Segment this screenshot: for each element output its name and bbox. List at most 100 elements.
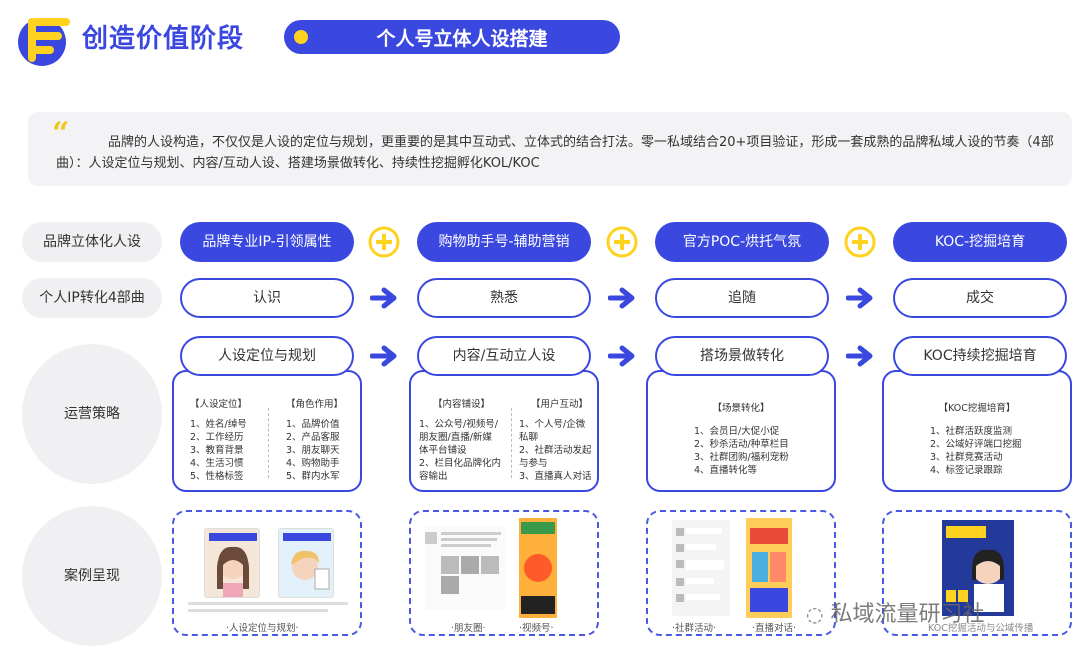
card1-right-col: 【角色作用】 1、品牌价值 2、产品客服 3、朋友聊天 4、购物助手 5、群内水… [286,398,343,483]
live-screenshot [746,518,792,618]
ip-step-2: 熟悉 [417,278,591,318]
card1-left-col: 【人设定位】 1、姓名/绰号 2、工作经历 3、教育背景 4、生活习惯 5、性格… [190,398,247,483]
live-stream-icon [746,518,792,618]
card4-head: 【KOC挖掘培育】 [938,403,1016,414]
ip-step-4: 成交 [893,278,1067,318]
card3-content: 【场景转化】 1、会员日/大促小促 2、秒杀活动/种草栏目 3、社群团购/福利宠… [648,402,834,477]
list-item: 5、群内水军 [286,471,340,482]
list-item: 体平台铺设 [419,445,467,456]
case-box-4: KOC挖掘活动与公域传播 [882,510,1072,636]
divider [511,408,512,478]
strategy-card-1: 【人设定位】 1、姓名/绰号 2、工作经历 3、教育背景 4、生活习惯 5、性格… [172,370,362,492]
list-item: 朋友圈/直播/新媒 [419,432,492,443]
strategy-title-1: 人设定位与规划 [180,336,354,376]
watermark-text: 私域流量研习社 [830,602,985,627]
channels-video-icon [519,518,557,618]
plus-icon [844,226,876,258]
persona-image [204,528,260,598]
ip-step-3: 追随 [655,278,829,318]
list-item: 2、栏目化品牌化内 [419,458,502,469]
wechat-icon: ◌ [806,602,824,626]
list-item: 1、姓名/绰号 [190,419,247,430]
card2-right-col: 【用户互动】 1、个人号/企微 私聊 2、社群活动发起 与参与 3、直播真人对话 [519,398,592,483]
plus-icon [606,226,638,258]
case-caption-3a: ·社群活动· [672,623,717,634]
row-label-brand: 品牌立体化人设 [22,222,162,262]
case-caption-2a: ·朋友圈· [451,623,486,634]
section-subtitle: 个人号立体人设搭建 [376,28,548,50]
card2-right-head: 【用户互动】 [531,399,589,410]
list-item: 2、产品客服 [286,432,340,443]
list-item: 4、标签记录跟踪 [930,465,1003,476]
list-item: 4、直播转化等 [694,465,758,476]
card1-left-head: 【人设定位】 [190,399,248,410]
list-item: 3、教育背景 [190,445,244,456]
strategy-card-4: 【KOC挖掘培育】 1、社群活跃度监测 2、公域好评端口挖掘 3、社群竞赛活动 … [882,370,1072,492]
text-line [188,609,328,612]
list-item: 3、直播真人对话 [519,471,592,482]
strategy-title-4: KOC持续挖掘培育 [893,336,1067,376]
list-item: 1、品牌价值 [286,419,340,430]
case-box-1: ·人设定位与规划· [172,510,362,636]
list-item: 1、社群活跃度监测 [930,426,1013,437]
list-item: 私聊 [519,432,539,443]
list-item: 4、生活习惯 [190,458,244,469]
list-item: 3、社群团购/福利宠粉 [694,452,789,463]
card3-head: 【场景转化】 [712,403,770,414]
list-item: 2、公域好评端口挖掘 [930,439,1022,450]
koc-poster-image [942,520,1014,616]
row-label-ip: 个人IP转化4部曲 [22,278,162,318]
arrow-right-icon [846,345,873,367]
list-item: 3、朋友聊天 [286,445,340,456]
brand-pill-4: KOC-挖掘培育 [893,222,1067,262]
list-item: 5、性格标签 [190,471,244,482]
text-line [188,602,348,605]
list-item: 4、购物助手 [286,458,340,469]
card2-left-col: 【内容铺设】 1、公众号/视频号/ 朋友圈/直播/新媒 体平台铺设 2、栏目化品… [419,398,501,483]
channels-screenshot [519,518,557,618]
strategy-card-2: 【内容铺设】 1、公众号/视频号/ 朋友圈/直播/新媒 体平台铺设 2、栏目化品… [409,370,599,492]
quote-mark-icon: “ [52,116,70,151]
arrow-right-icon [370,287,397,309]
list-item: 容输出 [419,471,448,482]
list-item: 2、工作经历 [190,432,244,443]
moments-screenshot [425,526,505,610]
card4-content: 【KOC挖掘培育】 1、社群活跃度监测 2、公域好评端口挖掘 3、社群竞赛活动 … [884,402,1070,477]
yellow-dot-icon [294,30,308,44]
list-item: 3、社群竞赛活动 [930,452,1003,463]
persona-illustration-icon [283,533,331,590]
watermark: ◌ 私域流量研习社 [806,596,984,628]
section-subtitle-pill: 个人号立体人设搭建 [284,20,620,54]
koc-poster-icon [942,520,1014,616]
brand-pill-2: 购物助手号-辅助营销 [417,222,591,262]
arrow-right-icon [846,287,873,309]
case-box-2: ·朋友圈· ·视频号· [409,510,599,636]
card2-left-head: 【内容铺设】 [433,399,491,410]
brand-logo-icon [18,18,70,66]
page-title: 创造价值阶段 [82,24,245,54]
case-box-3: ·社群活动· ·直播对话· [646,510,836,636]
brand-pill-1: 品牌专业IP-引领属性 [180,222,354,262]
group-chat-icon [676,528,724,602]
plus-icon [368,226,400,258]
case-caption-1: ·人设定位与规划· [226,623,299,634]
list-item: 1、个人号/企微 [519,419,586,430]
arrow-right-icon [608,345,635,367]
row-label-cases: 案例呈现 [22,506,162,646]
divider [268,408,269,478]
case-caption-3b: ·直播对话· [752,623,797,634]
arrow-right-icon [608,287,635,309]
ip-step-1: 认识 [180,278,354,318]
case-caption-4: KOC挖掘活动与公域传播 [928,623,1034,634]
persona-illustration-icon [209,533,257,597]
intro-box: “ 品牌的人设构造，不仅仅是人设的定位与规划，更重要的是其中互动式、立体式的结合… [28,112,1072,186]
group-chat-screenshot [672,520,730,616]
arrow-right-icon [370,345,397,367]
card1-right-head: 【角色作用】 [286,399,344,410]
strategy-card-3: 【场景转化】 1、会员日/大促小促 2、秒杀活动/种草栏目 3、社群团购/福利宠… [646,370,836,492]
persona-image [278,528,334,598]
brand-pill-3: 官方POC-烘托气氛 [655,222,829,262]
row-label-ops: 运营策略 [22,344,162,484]
strategy-title-3: 搭场景做转化 [655,336,829,376]
case-caption-2b: ·视频号· [519,623,554,634]
